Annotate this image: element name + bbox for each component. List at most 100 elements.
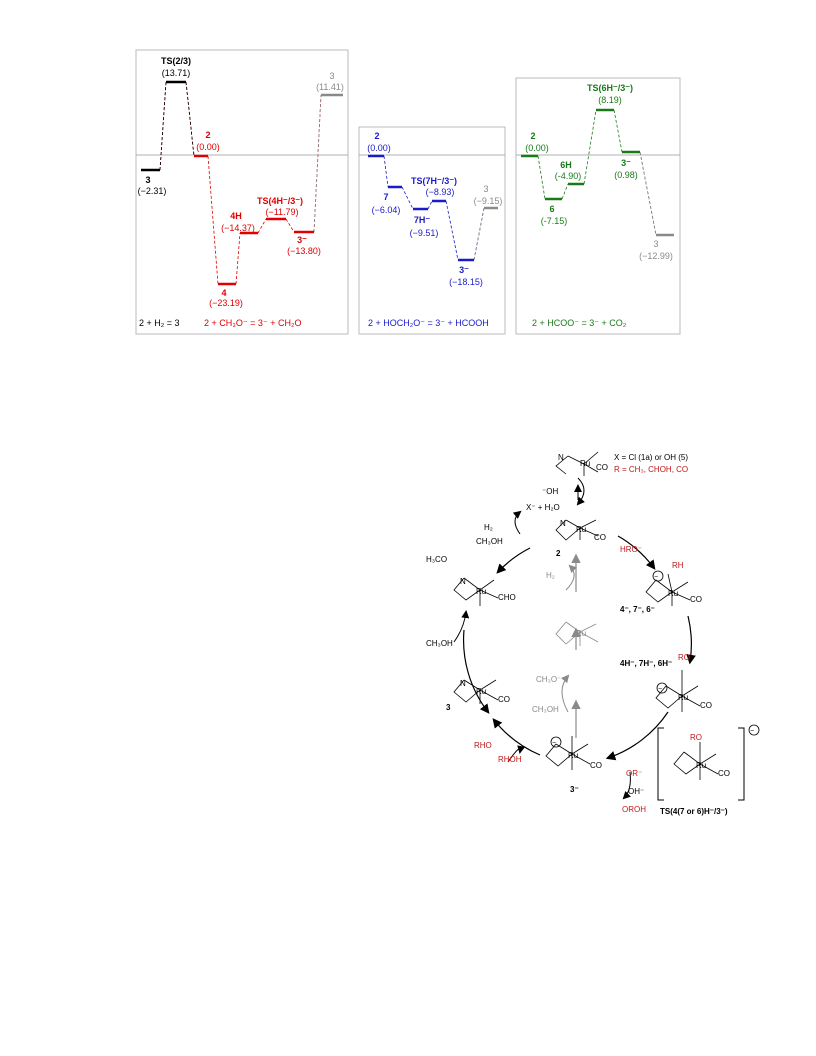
precursor-x-label: X = Cl (1a) or OH (5) <box>614 453 688 462</box>
connectors-panel2 <box>383 155 485 261</box>
atom-ru-4h: Ru <box>678 693 688 702</box>
release-h2-arrow <box>512 510 522 535</box>
label-2-blue-name: 2 <box>374 131 379 141</box>
charge-4x: − <box>654 574 658 581</box>
catalytic-cycle: N Ru CO X = Cl (1a) or OH (5) R = CH₃, C… <box>426 451 760 816</box>
label-7-energy: (−6.04) <box>372 205 401 215</box>
atom-ru-ul: Ru <box>476 587 486 596</box>
label-3-name: 3 <box>145 175 150 185</box>
label-3-gray-name: 3 <box>329 71 334 81</box>
atom-co-4x: CO <box>690 595 702 604</box>
ch3oh-left-label: CH₃OH <box>426 639 453 648</box>
label-3minus-blue-name: 3⁻ <box>459 265 469 275</box>
label-3minus-red-name: 3⁻ <box>297 235 307 245</box>
label-4h-name: 4H <box>230 211 242 221</box>
atom-ru-3minus: Ru <box>568 751 578 760</box>
connectors-panel3 <box>537 109 657 236</box>
atom-ru-ts: Ru <box>696 761 706 770</box>
label-6-energy: (-7.15) <box>541 216 568 226</box>
rh-label: RH <box>672 561 684 570</box>
h2-label: H₂ <box>484 523 493 532</box>
label-ts6h-name: TS(6H⁻/3⁻) <box>587 83 633 93</box>
atom-ru-center: Ru <box>576 629 586 638</box>
label-2-blue-energy: (0.00) <box>367 143 391 153</box>
label-ts23-name: TS(2/3) <box>161 56 191 66</box>
label-2-green-energy: (0.00) <box>525 143 549 153</box>
compound-3minus-label: 3⁻ <box>570 785 579 794</box>
label-3-gray3-name: 3 <box>653 239 658 249</box>
label-3-gray2-energy: (−9.15) <box>474 196 503 206</box>
h2-center-label: H₂ <box>546 571 555 580</box>
cycle-arrow-bottom-right <box>605 711 669 761</box>
label-3minus-green-energy: (0.98) <box>614 170 638 180</box>
label-2-green-name: 2 <box>530 131 535 141</box>
cycle-arrow-2-to-3a <box>496 547 531 574</box>
structure-upper-left: N Ru CHO H₃CO <box>426 555 516 606</box>
h3co-label: H₃CO <box>426 555 447 564</box>
caption-h2: 2 + H₂ = 3 <box>139 318 180 328</box>
center-h2-arrow <box>565 564 578 591</box>
precursor-r-label: R = CH₃, CHOH, CO <box>614 465 688 474</box>
label-4-energy: (−23.19) <box>209 298 243 308</box>
atom-co-3minus: CO <box>590 761 602 770</box>
label-6h-name: 6H <box>560 160 572 170</box>
center-ch3o-arrow <box>561 674 570 713</box>
atom-ru-4x: Ru <box>668 589 678 598</box>
rho-label: RHO <box>474 741 492 750</box>
connectors-panel3-gray <box>639 151 657 236</box>
compound-4h-label: 4H⁻, 7H⁻, 6H⁻ <box>620 659 672 668</box>
or-label: OR⁻ <box>626 769 642 778</box>
ch3oh-center-label: CH₃OH <box>532 705 559 714</box>
charge-4h: − <box>658 686 662 693</box>
caption-hoch2o: 2 + HOCH₂O⁻ = 3⁻ + HCOOH <box>368 318 489 328</box>
ch3o-center-label: CH₃O⁻ <box>536 675 561 684</box>
atom-n-3: N <box>460 679 466 688</box>
or-oh-arrow <box>622 771 632 800</box>
rhoh-arrow <box>507 745 526 763</box>
label-3-energy: (−2.31) <box>138 186 167 196</box>
structure-4h: − Ru CO RO 4H⁻, 7H⁻, 6H⁻ <box>620 653 712 712</box>
structure-precursor: N Ru CO X = Cl (1a) or OH (5) R = CH₃, C… <box>555 451 688 476</box>
structure-2: N Ru CO 2 <box>555 519 606 558</box>
label-7-name: 7 <box>383 192 388 202</box>
atom-n-ul: N <box>460 577 466 586</box>
cycle-arrow-bottom-left <box>492 718 541 756</box>
label-2-red-energy: (0.00) <box>196 142 220 152</box>
oroh-label: OROH <box>622 805 646 814</box>
atom-cho-ul: CHO <box>498 593 516 602</box>
connectors-panel1-black <box>159 81 195 171</box>
label-4-name: 4 <box>221 288 226 298</box>
label-6-name: 6 <box>549 204 554 214</box>
structure-4x: − Ru CO RH 4⁻, 7⁻, 6⁻ <box>620 561 702 614</box>
atom-co: CO <box>596 463 608 472</box>
panel-frame-formate <box>515 77 681 335</box>
atom-co-3: CO <box>498 695 510 704</box>
label-3-gray-energy: (11.41) <box>316 82 344 92</box>
structure-3minus: − Ru CO 3⁻ <box>545 736 602 794</box>
label-2-red-name: 2 <box>205 130 210 140</box>
structure-3: N Ru CO 3 <box>446 679 510 712</box>
ch3oh-in-arrow <box>453 610 470 643</box>
activation-arrow <box>576 477 585 506</box>
label-ts4h-name: TS(4H⁻/3⁻) <box>257 196 303 206</box>
label-ts23-energy: (13.71) <box>162 68 191 78</box>
atom-n-2: N <box>560 519 566 528</box>
ch3oh-top-label: CH₃OH <box>476 537 503 546</box>
label-6h-energy: (-4.90) <box>555 171 582 181</box>
label-3-gray2-name: 3 <box>483 184 488 194</box>
atom-n: N <box>558 453 564 462</box>
label-3minus-green-name: 3⁻ <box>621 158 631 168</box>
ts-label: TS(4(7 or 6)H⁻/3⁻) <box>660 807 728 816</box>
rhoh-label: RHOH <box>498 755 522 764</box>
label-7h-name: 7H⁻ <box>414 215 431 225</box>
oh-label: OH⁻ <box>628 787 644 796</box>
cycle-arrow-top-right <box>617 535 656 570</box>
label-7h-energy: (−9.51) <box>410 228 439 238</box>
charge-ts: − <box>750 728 754 735</box>
compound-3-label: 3 <box>446 703 451 712</box>
structure-ts: Ru CO − RO TS(4(7 or 6)H⁻/3⁻) <box>657 724 760 816</box>
label-3-gray3-energy: (−12.99) <box>639 251 673 261</box>
label-3minus-blue-energy: (−18.15) <box>449 277 483 287</box>
energy-diagram: 3 (−2.31) TS(2/3) (13.71) 2 (0.00) 4 (−2… <box>135 49 681 335</box>
atom-co-4h: CO <box>700 701 712 710</box>
